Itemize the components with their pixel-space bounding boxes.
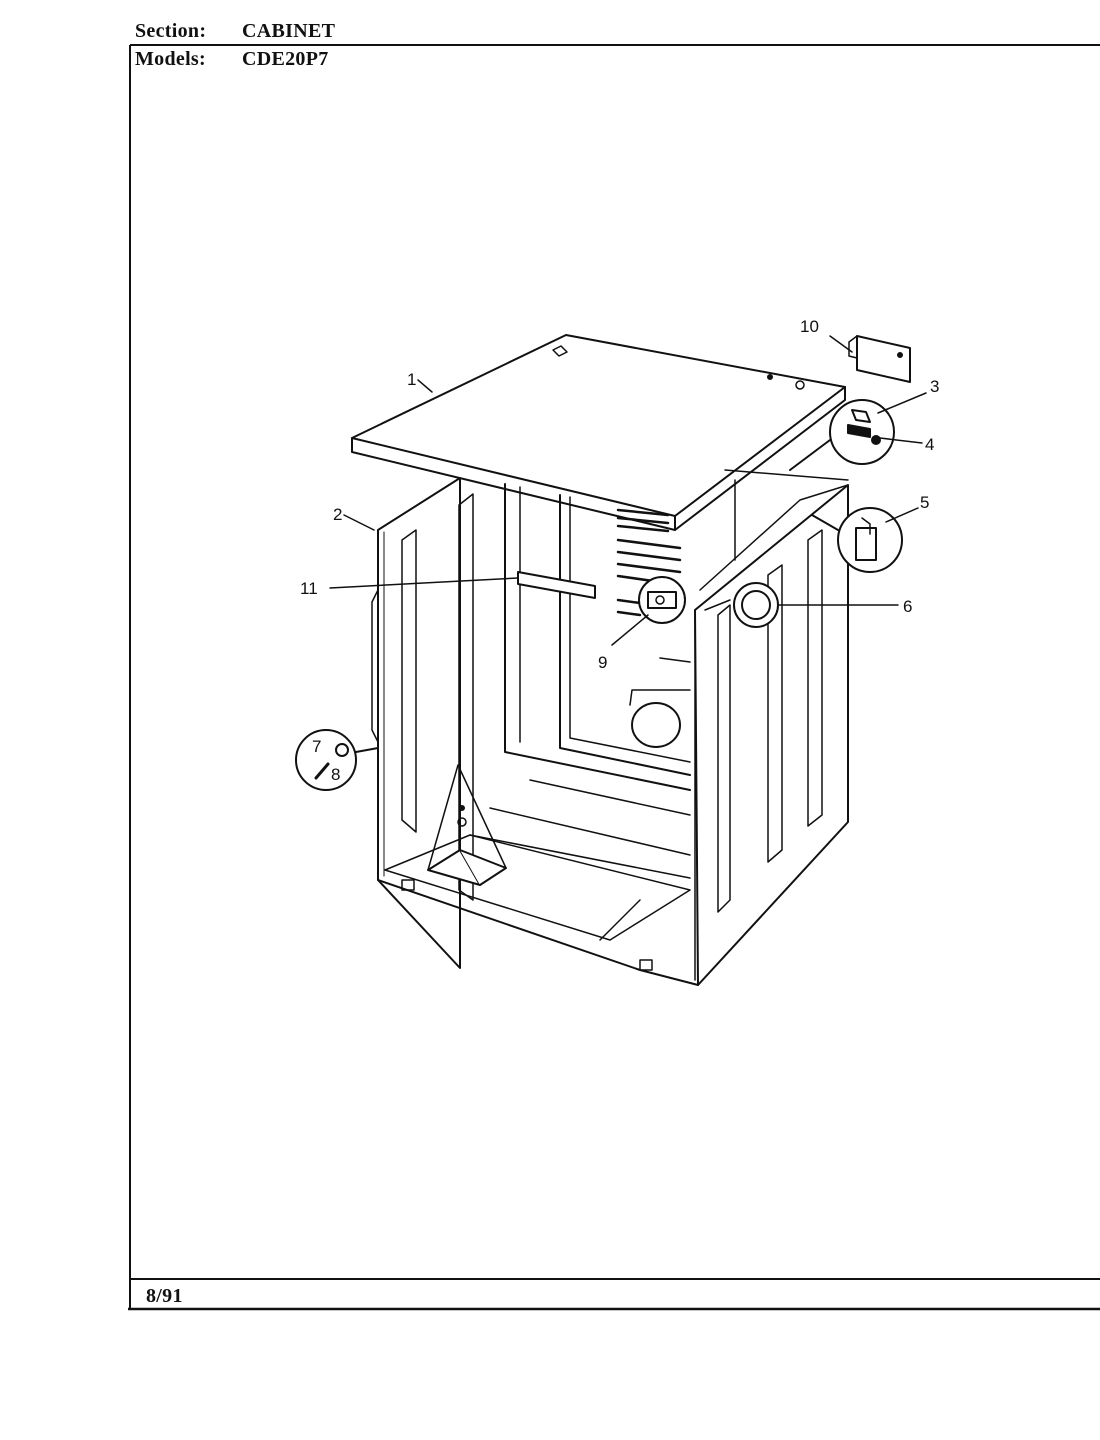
callout-5: 5 — [920, 493, 929, 512]
models-value: CDE20P7 — [242, 48, 329, 70]
section-label: Section: — [135, 20, 207, 42]
detail-circle-clip — [811, 507, 903, 573]
front-brace — [427, 764, 507, 886]
footer-date: 8/91 — [146, 1285, 183, 1307]
bracket-part — [848, 335, 911, 383]
callout-9: 9 — [598, 653, 607, 672]
door-bearing — [704, 582, 779, 628]
callout-8: 8 — [331, 765, 340, 784]
base-frame — [377, 779, 699, 986]
callout-2: 2 — [333, 505, 342, 524]
detail-circle-hinge — [789, 399, 895, 471]
leader-lines — [329, 335, 927, 646]
models-label: Models: — [135, 48, 206, 70]
callout-7: 7 — [312, 737, 321, 756]
callout-10: 10 — [800, 317, 819, 336]
callout-11: 11 — [300, 579, 318, 598]
top-panel — [351, 334, 846, 531]
callout-3: 3 — [930, 377, 939, 396]
detail-circle-bearing-clip — [638, 576, 686, 624]
callout-4: 4 — [925, 435, 934, 454]
rear-support-bracket — [517, 571, 596, 599]
detail-circle-screw — [295, 729, 379, 791]
section-value: CABINET — [242, 20, 336, 42]
callout-6: 6 — [903, 597, 912, 616]
right-side-panel — [694, 469, 849, 986]
callout-1: 1 — [407, 370, 416, 389]
left-side-panel — [371, 477, 474, 969]
back-drum-opening — [629, 657, 691, 748]
